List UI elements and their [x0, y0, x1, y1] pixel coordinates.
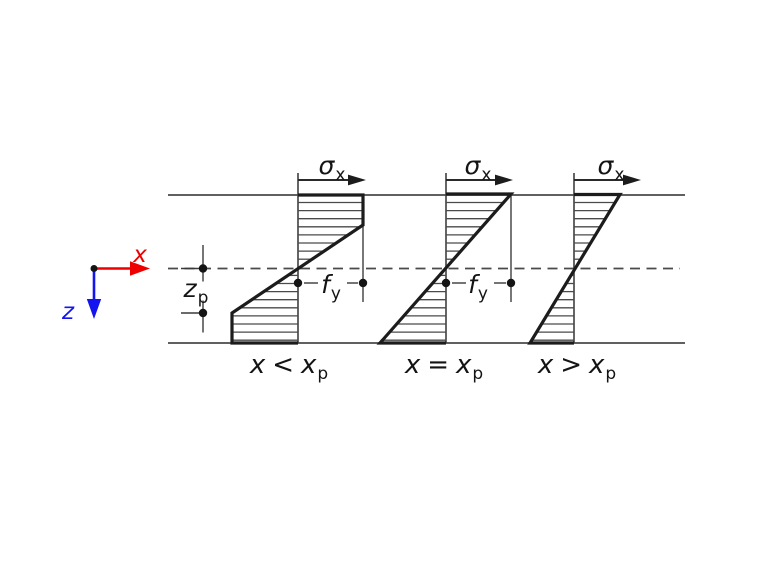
caption-x-lt-xp: x<xp — [250, 352, 328, 383]
fy-dimension — [293, 278, 368, 288]
fy-dot-left — [293, 278, 303, 288]
fy-label-1: fy — [321, 272, 341, 303]
zp-dimension — [181, 245, 208, 333]
fy-subscript: y — [330, 284, 341, 304]
caption-operator: < — [272, 350, 294, 380]
zp-lower-dot — [198, 308, 208, 318]
sigma-x-label-2: σx — [465, 153, 492, 184]
sigma-x-label-3: σx — [598, 153, 625, 184]
sigma-base: σ — [597, 151, 614, 180]
zp-base: z — [183, 274, 197, 303]
caption-rhs: x — [456, 350, 472, 380]
sigma-subscript: x — [481, 165, 492, 185]
stress-diagram-1 — [230, 173, 368, 345]
origin-dot — [90, 265, 98, 272]
zp-label: zp — [184, 276, 209, 307]
sigma-base: σ — [464, 151, 481, 180]
stress-profile — [376, 192, 515, 345]
z-axis-arrowhead-icon — [86, 299, 102, 319]
caption-rhs: x — [301, 350, 317, 380]
fy-dot-right — [358, 278, 368, 288]
sigma-arrowhead-icon — [623, 174, 641, 186]
stress-profile — [230, 193, 365, 345]
fy-label-2: fy — [468, 272, 488, 303]
sigma-arrowhead-icon — [495, 174, 513, 186]
sigma-x-label-1: σx — [319, 153, 346, 184]
zp-subscript: p — [197, 288, 209, 308]
caption-operator: = — [427, 350, 449, 380]
fy-subscript: y — [477, 284, 488, 304]
fy-dot-left — [441, 278, 451, 288]
caption-lhs: x — [537, 350, 554, 380]
stress-profile — [527, 192, 623, 345]
sigma-subscript: x — [614, 165, 625, 185]
stress-diagram-2 — [376, 173, 516, 345]
fy-dot-right — [506, 278, 516, 288]
sigma-arrowhead-icon — [348, 174, 366, 186]
hatch-group — [382, 201, 504, 341]
caption-lhs: x — [249, 350, 266, 380]
fy-base: f — [468, 270, 477, 299]
caption-rhs-subscript: p — [472, 364, 484, 384]
sigma-base: σ — [318, 151, 335, 180]
caption-x-eq-xp: x=xp — [405, 352, 483, 383]
caption-lhs: x — [404, 350, 421, 380]
zp-upper-dot — [198, 264, 208, 273]
coordinate-system: x z — [61, 242, 150, 325]
caption-operator: > — [560, 350, 582, 380]
sigma-subscript: x — [335, 165, 346, 185]
x-axis-label: x — [132, 242, 147, 268]
caption-rhs: x — [589, 350, 605, 380]
caption-x-gt-xp: x>xp — [538, 352, 616, 383]
caption-rhs-subscript: p — [605, 364, 617, 384]
z-axis-label: z — [61, 299, 75, 325]
fy-dimension — [441, 278, 516, 288]
caption-rhs-subscript: p — [317, 364, 329, 384]
x-axis-arrowhead-icon — [130, 261, 150, 276]
stress-diagram-3 — [527, 173, 641, 345]
fy-base: f — [321, 270, 330, 299]
